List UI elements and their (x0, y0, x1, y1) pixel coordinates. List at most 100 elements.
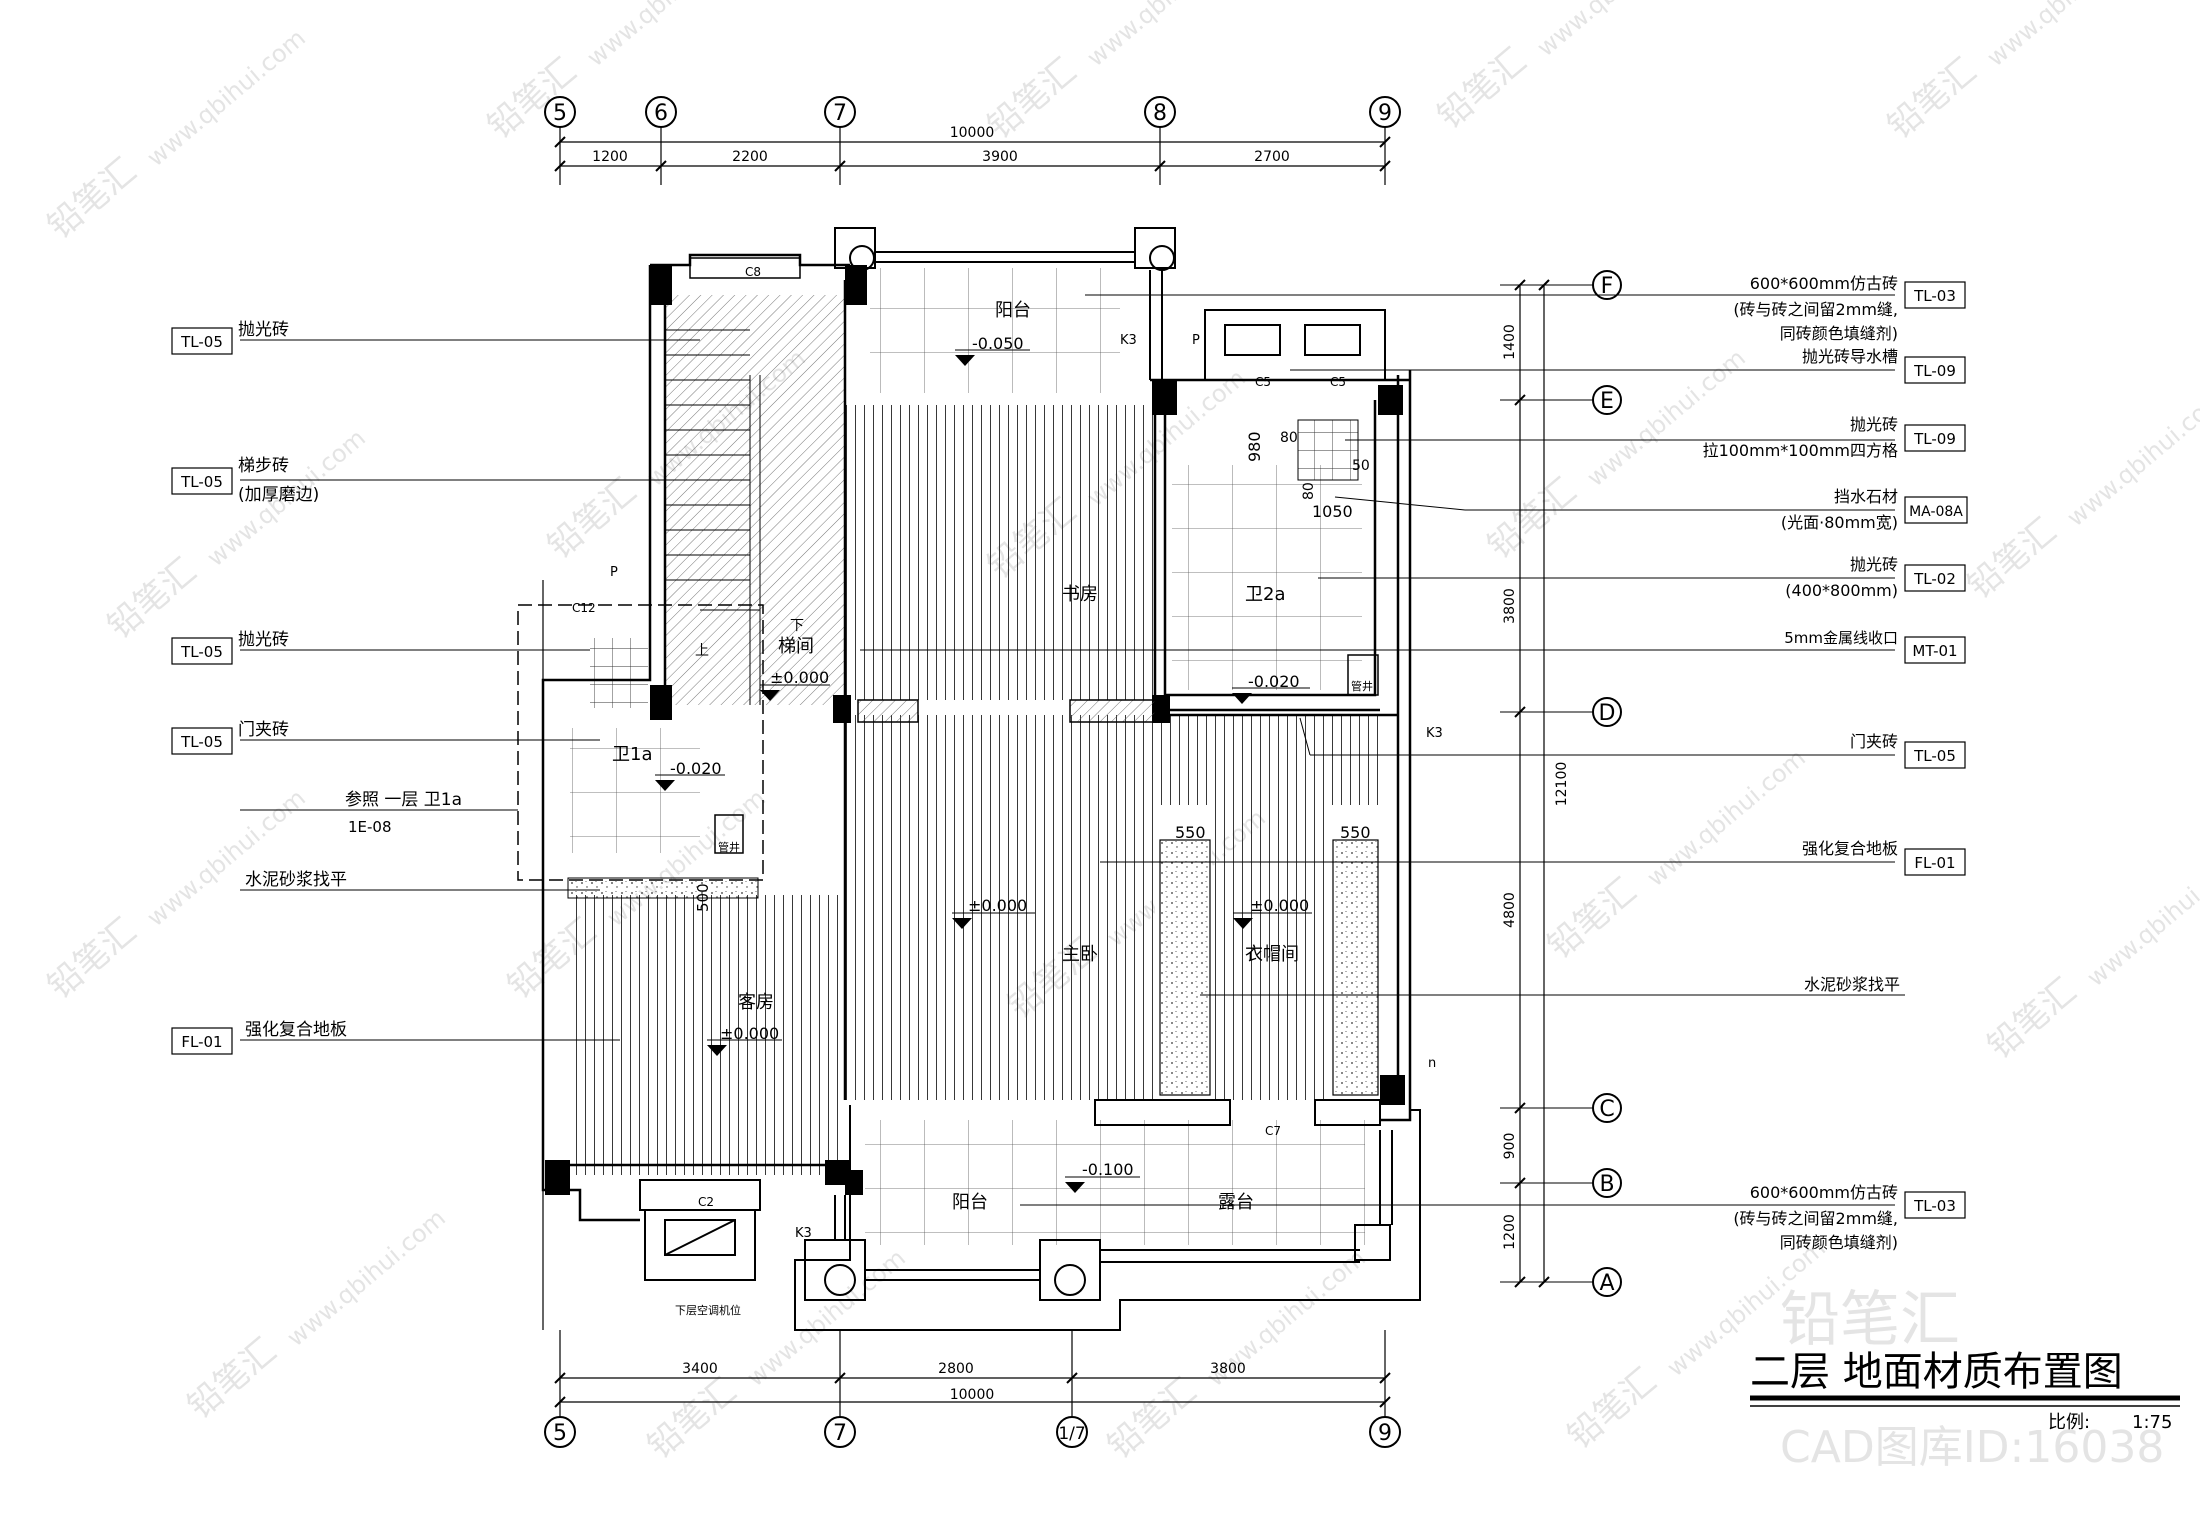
svg-text:FL-01: FL-01 (181, 1033, 222, 1051)
svg-text:5: 5 (553, 101, 567, 126)
callout-left: TL-05 门夹砖 (171, 720, 289, 755)
svg-text:管井: 管井 (718, 840, 740, 854)
brand-watermark: 铅笔汇 (1480, 471, 1584, 567)
brand-watermark: 铅笔汇 (540, 471, 644, 567)
svg-text:强化复合地板: 强化复合地板 (1802, 839, 1898, 858)
axis-bubble-top-6: 6 (645, 96, 677, 128)
brand-watermark: 铅笔汇 (40, 911, 144, 1007)
svg-text:±0.000: ±0.000 (1250, 896, 1309, 915)
cad-id-watermark: CAD图库ID:16038 (1780, 1422, 2164, 1473)
axis-bubble-bottom-1-7: 1/7 (1056, 1416, 1088, 1448)
axis-bubble-right-C: C (1592, 1093, 1622, 1123)
svg-text:抛光砖: 抛光砖 (1850, 415, 1898, 434)
room-label-closet: 衣帽间 (1245, 944, 1299, 965)
callout-right: MA-08A 挡水石材 (光面·80mm宽) (1781, 487, 1968, 532)
svg-text:挡水石材: 挡水石材 (1834, 487, 1898, 506)
bath1a-shower (590, 638, 648, 708)
svg-text:550: 550 (1340, 823, 1371, 842)
left-callouts: TL-05 抛光砖 TL-05 梯步砖 (加厚磨边) TL-05 抛光砖 TL-… (171, 320, 462, 1055)
svg-text:抛光砖导水槽: 抛光砖导水槽 (1802, 347, 1898, 366)
dim-right-total: 12100 (1554, 762, 1570, 807)
svg-text:TL-05: TL-05 (180, 643, 223, 661)
callout-left: 水泥砂浆找平 (245, 870, 347, 890)
room-label-master: 主卧 (1062, 944, 1098, 965)
master-floor (840, 715, 1155, 1100)
callout-right: TL-03 600*600mm仿古砖 (砖与砖之间留2mm缝, 同砖颜色填缝剂) (1733, 1183, 1966, 1252)
balcony-bottom-floor (865, 1120, 1365, 1245)
svg-text:上: 上 (695, 643, 709, 659)
svg-text:50: 50 (1352, 458, 1370, 474)
brand-watermark: 铅笔汇 (1540, 871, 1644, 967)
url-watermark: www.qbihui.com (142, 24, 311, 172)
svg-text:1050: 1050 (1312, 502, 1353, 521)
url-watermark: www.qbihui.com (1082, 0, 1251, 72)
svg-text:D: D (1599, 701, 1616, 726)
brand-watermark: 铅笔汇 (1560, 1361, 1664, 1457)
guest-floor (568, 895, 838, 1175)
svg-text:TL-05: TL-05 (180, 473, 223, 491)
svg-text:MA-08A: MA-08A (1909, 504, 1963, 520)
svg-text:K3: K3 (795, 1226, 812, 1241)
svg-text:水泥砂浆找平: 水泥砂浆找平 (1804, 975, 1900, 994)
dim-right-part: 4800 (1502, 892, 1518, 928)
brand-watermark: 铅笔汇 (640, 1371, 744, 1467)
svg-text:TL-05: TL-05 (1913, 747, 1956, 765)
right-callouts: TL-03 600*600mm仿古砖 (砖与砖之间留2mm缝, 同砖颜色填缝剂)… (1703, 274, 1968, 1252)
axis-bubble-bottom-7: 7 (824, 1416, 856, 1448)
svg-text:F: F (1601, 274, 1614, 299)
svg-text:拉100mm*100mm四方格: 拉100mm*100mm四方格 (1703, 441, 1898, 460)
dimensions-bottom: 3400 2800 3800 10000 (554, 1361, 1391, 1408)
svg-text:管井: 管井 (1351, 679, 1373, 693)
svg-text:80: 80 (1280, 430, 1298, 446)
svg-text:TL-02: TL-02 (1913, 570, 1956, 588)
callout-left: FL-01 强化复合地板 (171, 1020, 347, 1055)
svg-text:5: 5 (553, 1421, 567, 1446)
dimensions-right: 1400 3800 4800 900 1200 12100 (1500, 279, 1593, 1288)
svg-text:同砖颜色填缝剂): 同砖颜色填缝剂) (1780, 324, 1898, 343)
axis-bubble-top-7: 7 (824, 96, 856, 128)
callout-right: TL-05 门夹砖 (1850, 732, 1966, 769)
drawing-title: 二层 地面材质布置图 (1750, 1349, 2123, 1395)
svg-text:C8: C8 (745, 265, 761, 279)
brand-watermark-large: 铅笔汇 (1780, 1285, 1960, 1355)
brand-watermark: 铅笔汇 (180, 1331, 284, 1427)
svg-text:9: 9 (1378, 1421, 1392, 1446)
axis-bubble-right-A: A (1592, 1267, 1622, 1297)
callout-right: TL-03 600*600mm仿古砖 (砖与砖之间留2mm缝, 同砖颜色填缝剂) (1733, 274, 1966, 343)
axis-bubble-bottom-9: 9 (1369, 1416, 1401, 1448)
svg-text:下层空调机位: 下层空调机位 (675, 1303, 741, 1317)
svg-text:TL-03: TL-03 (1913, 1197, 1956, 1215)
brand-watermark: 铅笔汇 (1880, 51, 1984, 147)
svg-text:9: 9 (1378, 101, 1392, 126)
stair-treads (665, 329, 761, 705)
svg-text:参照 一层 卫1a: 参照 一层 卫1a (345, 790, 462, 810)
dim-right-part: 1400 (1502, 324, 1518, 360)
brand-watermark: 铅笔汇 (1100, 1371, 1204, 1467)
svg-text:抛光砖: 抛光砖 (238, 630, 289, 650)
dim-top-part: 2700 (1254, 149, 1290, 165)
url-watermark: www.qbihui.com (142, 784, 311, 932)
small-annotations: C8 C5 C5 C7 C2 C12 K3 K3 K3 P P n 管井 管井 … (572, 265, 1443, 1317)
url-watermark: www.qbihui.com (282, 1204, 451, 1352)
scale-value: 1:75 (2132, 1412, 2172, 1433)
room-label-stair: 梯间 (778, 636, 814, 657)
walls (517, 227, 1421, 1331)
brand-watermark: 铅笔汇 (40, 151, 144, 247)
svg-text:TL-03: TL-03 (1913, 287, 1956, 305)
svg-text:5mm金属线收口: 5mm金属线收口 (1784, 629, 1898, 647)
study-floor (845, 405, 1155, 700)
dim-right-part: 3800 (1502, 588, 1518, 624)
guest-screed (567, 877, 759, 899)
svg-text:MT-01: MT-01 (1912, 642, 1957, 660)
callout-left: TL-05 抛光砖 (171, 320, 289, 355)
closet-cabinet-left (1159, 839, 1211, 1096)
svg-text:(砖与砖之间留2mm缝,: (砖与砖之间留2mm缝, (1733, 300, 1898, 319)
svg-text:6: 6 (654, 101, 668, 126)
balcony-top-floor (870, 268, 1120, 393)
svg-text:80: 80 (1301, 482, 1317, 500)
svg-text:500: 500 (694, 883, 712, 912)
